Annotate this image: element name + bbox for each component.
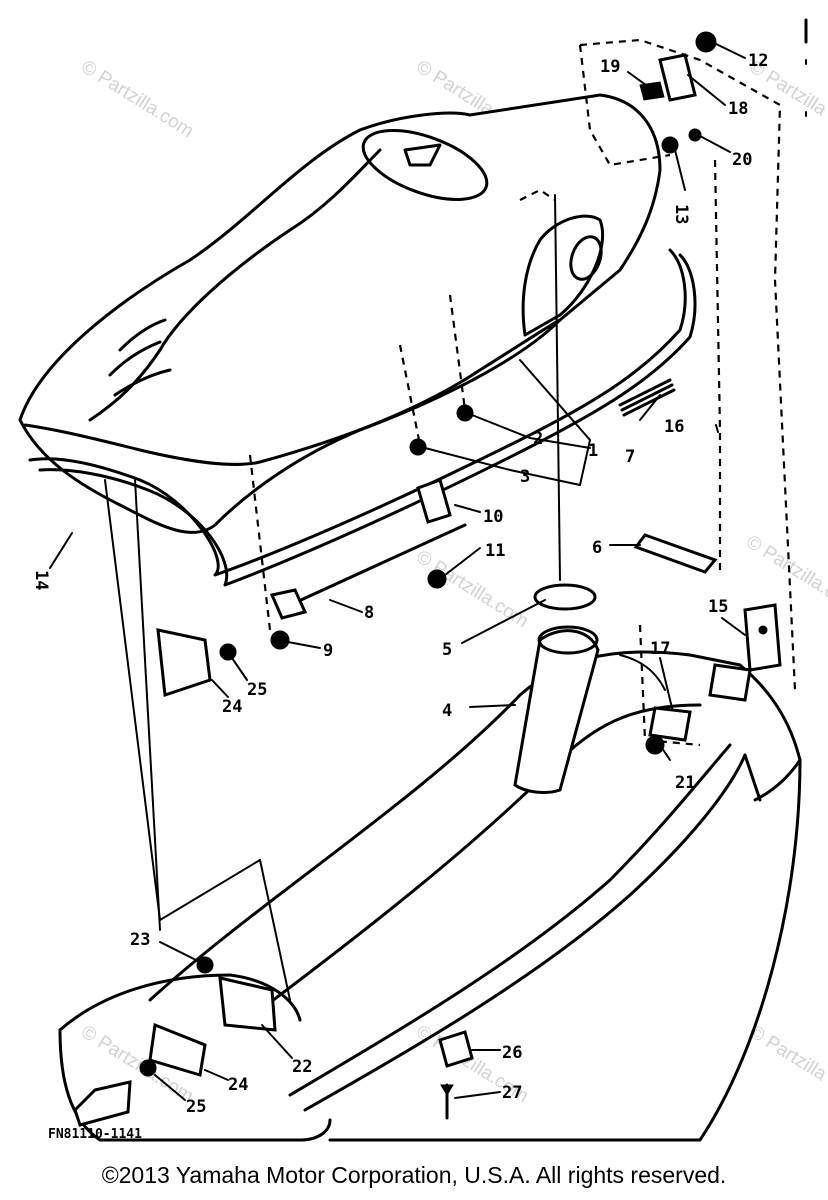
part-23 [196, 956, 214, 974]
callout-15: 15 [708, 597, 728, 617]
part-3 [409, 438, 427, 456]
callout-12: 12 [748, 51, 768, 71]
callout-18: 18 [728, 99, 748, 119]
part-19 [639, 81, 665, 101]
callout-4: 4 [442, 701, 452, 721]
callout-1: 1 [588, 441, 598, 461]
callout-13: 13 [671, 204, 691, 224]
callout-11: 11 [485, 541, 505, 561]
part-11 [427, 569, 447, 589]
leader-lines [49, 41, 746, 1101]
part-25-upper [219, 643, 237, 661]
callout-17: 17 [650, 639, 670, 659]
callout-5: 5 [442, 640, 452, 660]
callout-9: 9 [323, 641, 333, 661]
seat [18, 93, 662, 534]
callout-25-upper: 25 [247, 680, 267, 700]
part-26 [438, 1030, 474, 1068]
part-6 [633, 533, 718, 574]
part-20 [688, 128, 702, 142]
callout-2: 2 [533, 429, 543, 449]
part-24-upper [156, 628, 212, 698]
callout-24-lower: 24 [228, 1075, 248, 1095]
part-7 [618, 378, 676, 417]
part-18 [658, 53, 697, 102]
part-21 [645, 735, 665, 755]
part-5 [533, 583, 597, 611]
figure-id: FN81110-1141 [48, 1127, 142, 1142]
callout-21: 21 [675, 773, 695, 793]
part-8-clip [269, 588, 308, 620]
callouts: 1 2 3 4 5 6 7 8 9 10 11 12 13 14 15 16 1… [31, 51, 768, 1117]
callout-16: 16 [664, 417, 684, 437]
watermark: © Partzilla.com [77, 56, 197, 142]
callout-6: 6 [592, 538, 602, 558]
part-2 [456, 404, 474, 422]
watermark: © Partzilla.com [742, 531, 828, 617]
part-16 [708, 663, 752, 702]
callout-3: 3 [520, 467, 530, 487]
watermark: © Partzilla [745, 1021, 828, 1085]
copyright-notice: ©2013 Yamaha Motor Corporation, U.S.A. A… [101, 1162, 727, 1188]
callout-23: 23 [130, 930, 150, 950]
callout-25-lower: 25 [186, 1097, 206, 1117]
part-25-lower [139, 1059, 157, 1077]
part-15 [743, 603, 782, 672]
callout-10: 10 [483, 507, 503, 527]
part-8 [288, 523, 467, 607]
callout-26: 26 [502, 1043, 522, 1063]
watermark: © Partzilla.com [412, 546, 532, 632]
callout-14: 14 [31, 570, 51, 590]
callout-24-upper: 24 [222, 697, 242, 717]
callout-27: 27 [502, 1083, 522, 1103]
callout-8: 8 [364, 603, 374, 623]
part-17 [648, 706, 692, 742]
part-12 [695, 31, 717, 53]
part-4 [513, 629, 600, 794]
part-13 [661, 136, 679, 154]
part-24-lower [148, 1022, 207, 1077]
hull-body [58, 650, 802, 1142]
part-22 [218, 976, 277, 1032]
parts [73, 31, 782, 1127]
part-10 [416, 478, 452, 524]
seat-frame [28, 248, 697, 587]
callout-19: 19 [600, 57, 620, 77]
assembly-lines [104, 38, 797, 1001]
part-9 [270, 630, 290, 650]
fwd-plate [73, 1080, 132, 1127]
callout-22: 22 [292, 1057, 312, 1077]
callout-20: 20 [732, 150, 752, 170]
callout-7: 7 [625, 447, 635, 467]
